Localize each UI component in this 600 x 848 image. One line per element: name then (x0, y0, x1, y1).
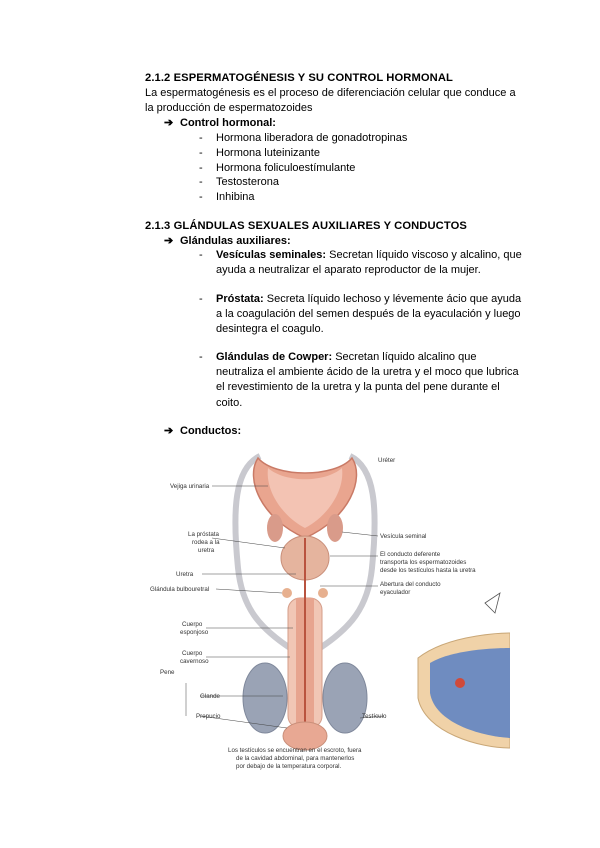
label-eyaculador-1: Abertura del conducto (380, 581, 441, 588)
cross-section-inner (430, 648, 510, 738)
label-prostata-1: La próstata (188, 531, 220, 538)
cross-section-vessel (455, 678, 465, 688)
label-prostata-2: rodea a la (192, 539, 220, 546)
label-cuerpo-esponjoso-1: Cuerpo (182, 621, 203, 628)
glans-shape (282, 721, 328, 751)
label-deferente-2: transporta los espermatozoides (380, 559, 466, 566)
label-uretra: Uretra (176, 571, 194, 578)
subheading-glandulas-auxiliares: ➔Glándulas auxiliares: (164, 235, 291, 247)
male-reproductive-anatomy-figure: Uréter Vejiga urinaria La próstata rodea… (150, 453, 510, 770)
label-ureter: Uréter (378, 457, 395, 464)
list-item: -Hormona liberadora de gonadotropinas (199, 132, 408, 144)
section-heading-glandulas: 2.1.3 GLÁNDULAS SEXUALES AUXILIARES Y CO… (145, 220, 467, 232)
label-glande: Glande (200, 693, 221, 700)
gland-item-cowper: - Glándulas de Cowper: Secretan líquido … (199, 351, 519, 409)
intro-line-1: La espermatogénesis es el proceso de dif… (145, 87, 516, 99)
label-cuerpo-cavernoso-2: cavernoso (180, 658, 209, 665)
label-deferente-1: El conducto deferente (380, 551, 441, 558)
bulbourethral-gland-right (318, 588, 328, 598)
caption-line-1: Los testículos se encuentran en el escro… (228, 747, 362, 754)
label-leaders (185, 485, 385, 729)
label-vejiga: Vejiga urinaria (170, 483, 210, 490)
arrow-right-icon: ➔ (164, 117, 174, 129)
vas-deferens-right (318, 453, 378, 651)
gland-item-vesiculas: - Vesículas seminales: Secretan líquido … (199, 249, 522, 277)
label-prepucio: Prepucio (196, 713, 221, 720)
section-heading-espermatogenesis: 2.1.2 ESPERMATOGÉNESIS Y SU CONTROL HORM… (145, 72, 453, 84)
orientation-marker (484, 592, 501, 614)
intro-paragraph: La espermatogénesis es el proceso de dif… (145, 86, 535, 115)
gland-name: Vesículas seminales: (216, 249, 327, 261)
caption-line-2: de la cavidad abdominal, para mantenerlo… (236, 755, 354, 762)
arrow-right-icon: ➔ (164, 235, 174, 247)
list-item: -Testosterona (199, 176, 279, 188)
subheading-conductos: ➔Conductos: (164, 425, 242, 437)
label-cuerpo-cavernoso-1: Cuerpo (182, 650, 203, 657)
gland-name: Próstata: (216, 293, 264, 305)
bladder-inner (267, 468, 343, 528)
testicle-left (242, 662, 288, 734)
caption-line-3: por debajo de la temperatura corporal. (236, 763, 342, 770)
arrow-right-icon: ➔ (164, 425, 174, 437)
label-eyaculador-2: eyaculador (380, 589, 410, 596)
gland-name: Glándulas de Cowper: (216, 351, 333, 363)
seminal-vesicle-right (327, 514, 343, 542)
list-item: -Inhibina (199, 191, 255, 203)
intro-line-2: la producción de espermatozoides (145, 101, 313, 114)
gland-item-prostata: - Próstata: Secreta líquido lechoso y lé… (199, 293, 522, 336)
label-bulbouretral: Glándula bulbouretral (150, 586, 209, 593)
label-pene: Pene (160, 669, 175, 676)
seminal-vesicle-left (267, 514, 283, 542)
subheading-control-hormonal: ➔Control hormonal: (164, 117, 276, 129)
bulbourethral-gland-left (282, 588, 292, 598)
list-item: -Hormona foliculoestímulante (199, 162, 356, 174)
testicle-right (322, 662, 368, 734)
list-item: -Hormona luteinizante (199, 147, 320, 159)
label-testiculo: Testículo (362, 713, 387, 720)
label-vesicula: Vesícula seminal (380, 533, 426, 540)
label-deferente-3: desde los testículos hasta la uretra (380, 567, 476, 574)
label-prostata-3: uretra (198, 547, 215, 554)
label-cuerpo-esponjoso-2: esponjoso (180, 629, 209, 636)
